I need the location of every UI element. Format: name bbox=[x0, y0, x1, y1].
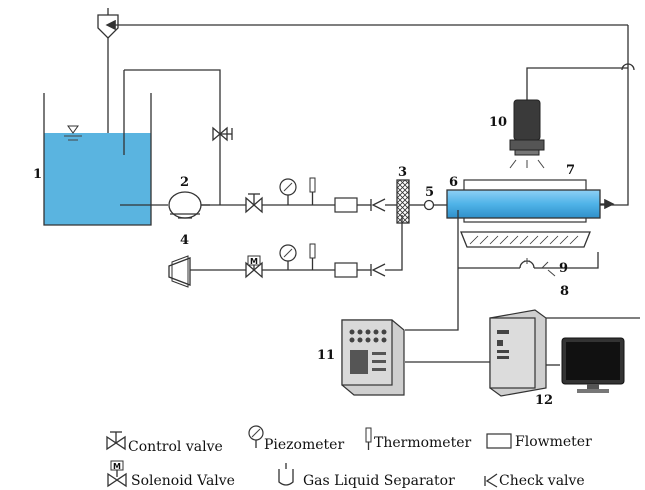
control-unit bbox=[341, 210, 490, 396]
legend-solenoid-mark: M bbox=[113, 462, 121, 471]
high-speed-camera bbox=[509, 67, 628, 169]
label-7: 7 bbox=[566, 163, 575, 178]
label-3: 3 bbox=[398, 165, 407, 180]
liquid-line bbox=[201, 177, 397, 214]
label-2: 2 bbox=[180, 175, 189, 190]
label-12: 12 bbox=[535, 393, 553, 408]
legend-check-valve: Check valve bbox=[499, 473, 585, 489]
label-6: 6 bbox=[449, 175, 458, 190]
solenoid-mark: M bbox=[250, 257, 258, 266]
label-11: 11 bbox=[317, 348, 335, 363]
label-10: 10 bbox=[489, 115, 507, 130]
legend-thermometer: Thermometer bbox=[374, 435, 472, 451]
gas-line: M bbox=[168, 215, 403, 288]
legend-control-valve: Control valve bbox=[128, 439, 223, 455]
pump bbox=[120, 191, 210, 219]
mixer bbox=[396, 179, 447, 224]
label-5: 5 bbox=[425, 185, 434, 200]
legend-flowmeter: Flowmeter bbox=[515, 434, 592, 450]
water-tank bbox=[43, 70, 152, 226]
heater bbox=[458, 231, 599, 277]
legend-solenoid-valve: Solenoid Valve bbox=[131, 473, 235, 489]
legend: Control valve Piezometer Thermometer Flo… bbox=[106, 425, 592, 489]
legend-piezometer: Piezometer bbox=[264, 437, 344, 453]
computer bbox=[489, 309, 640, 397]
gas-liquid-separator bbox=[97, 8, 119, 150]
label-8: 8 bbox=[560, 284, 569, 299]
label-1: 1 bbox=[33, 167, 42, 182]
test-section bbox=[446, 179, 615, 223]
label-9: 9 bbox=[559, 261, 568, 276]
label-4: 4 bbox=[180, 233, 189, 248]
legend-gas-liquid-separator: Gas Liquid Separator bbox=[303, 473, 455, 489]
bypass-line bbox=[124, 69, 233, 205]
